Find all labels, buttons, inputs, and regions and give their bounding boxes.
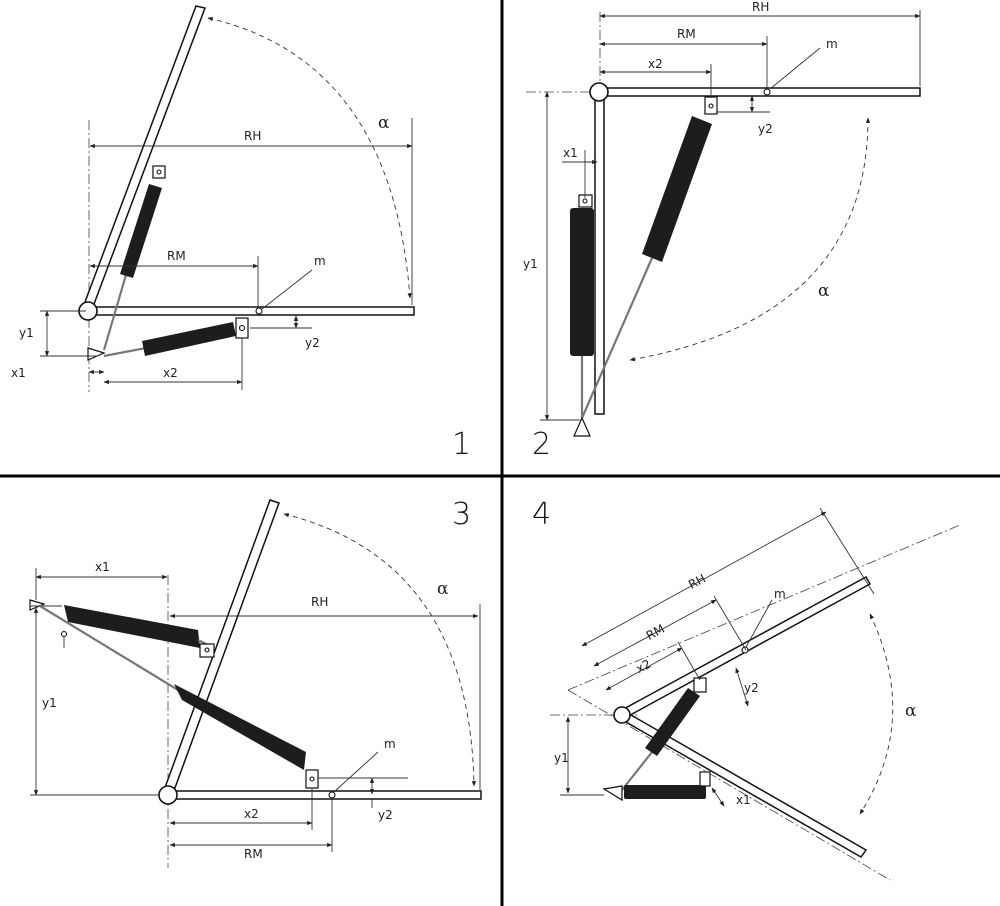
x2-label: x2 (244, 807, 259, 821)
lower-anchor (87, 347, 106, 361)
bracket-pin (204, 647, 210, 653)
spring-rod (621, 751, 653, 791)
lower-anchor (602, 785, 623, 802)
panel-4: RH RM x2 m y2 y1 x1 α 4 (532, 497, 961, 881)
mass-leader (769, 47, 821, 90)
m-label: m (314, 254, 326, 268)
spring-rod (102, 267, 130, 351)
alpha-label: α (437, 579, 449, 599)
alpha-label: α (818, 281, 830, 301)
x2-label: x2 (648, 57, 663, 71)
spring-cylinder (120, 184, 162, 278)
x1-dimension (711, 787, 725, 807)
spring-cylinder (174, 684, 306, 770)
y1-label: y1 (42, 696, 57, 710)
y2-label: y2 (305, 336, 320, 350)
x1-label: x1 (563, 146, 578, 160)
y2-label: y2 (744, 681, 759, 695)
x2-extension (677, 641, 701, 681)
panel-1: RH RM m α x1 x2 y1 y2 1 (11, 5, 471, 462)
reference-line (567, 524, 961, 691)
bracket-pin (309, 776, 315, 782)
rm-extension (713, 595, 747, 651)
horizontal-bar (167, 790, 482, 800)
x2-label: x2 (634, 657, 654, 676)
spring-cylinder (64, 605, 200, 648)
rh-label: RH (686, 571, 708, 592)
mass-leader (333, 751, 379, 793)
bracket-pin (582, 198, 588, 204)
mass-leader (261, 269, 313, 310)
upper-anchor (29, 599, 46, 611)
panel-number: 2 (532, 427, 551, 462)
mass-point (255, 307, 263, 315)
m-label: m (826, 37, 838, 51)
spring-rod (39, 605, 179, 691)
anchor-pin (60, 630, 68, 638)
mass-point (328, 791, 336, 799)
rh-label: RH (244, 129, 261, 143)
alpha-arc (283, 513, 477, 787)
alpha-label: α (378, 113, 390, 133)
m-label: m (774, 587, 786, 601)
y1-label: y1 (523, 257, 538, 271)
vertical-bar (594, 91, 605, 415)
bracket-pin (238, 324, 246, 332)
panel-number: 3 (452, 497, 471, 532)
spring-cylinder (645, 688, 700, 756)
pivot-joint (158, 785, 178, 805)
horizontal-bar (87, 306, 415, 316)
panel-2: RH RM m x2 x1 y1 y2 α 2 (523, 0, 921, 462)
panel-number: 1 (452, 427, 471, 462)
spring-bracket (693, 677, 707, 693)
pivot-joint (613, 706, 631, 724)
rm-label: RM (244, 847, 263, 861)
spring-cylinder (570, 208, 594, 356)
rm-label: RM (167, 249, 186, 263)
alpha-arc (629, 117, 871, 362)
spring-cylinder (624, 785, 706, 799)
spring-cylinder (142, 322, 236, 356)
x1-label: x1 (736, 793, 751, 807)
x1-label: x1 (11, 366, 26, 380)
tilted-bar (162, 499, 280, 797)
y2-dimension (735, 667, 749, 707)
mass-point (741, 646, 749, 654)
spring-rod (103, 346, 147, 358)
rh-extension (819, 507, 875, 595)
bracket-pin (156, 169, 162, 175)
lower-anchor (573, 416, 591, 437)
bracket-pin (708, 103, 714, 109)
rh-label: RH (752, 0, 769, 14)
panel-3: x1 RH y1 m x2 y2 RM α 3 (29, 497, 482, 868)
panel-number: 4 (532, 497, 551, 532)
y1-label: y1 (554, 751, 569, 765)
x2-label: x2 (163, 366, 178, 380)
alpha-label: α (905, 701, 917, 721)
rh-label: RH (311, 595, 328, 609)
y1-label: y1 (19, 326, 34, 340)
rm-label: RM (677, 27, 696, 41)
rm-label: RM (644, 622, 667, 643)
pivot-joint (589, 82, 609, 102)
x1-label: x1 (95, 560, 110, 574)
y2-label: y2 (378, 808, 393, 822)
spring-cylinder (642, 116, 712, 262)
spring-bracket (699, 771, 711, 787)
y2-label: y2 (758, 122, 773, 136)
alpha-arc (859, 613, 894, 815)
m-label: m (384, 737, 396, 751)
alpha-arc (207, 16, 412, 299)
horizontal-bar (597, 87, 921, 97)
x2-dimension (605, 647, 683, 691)
